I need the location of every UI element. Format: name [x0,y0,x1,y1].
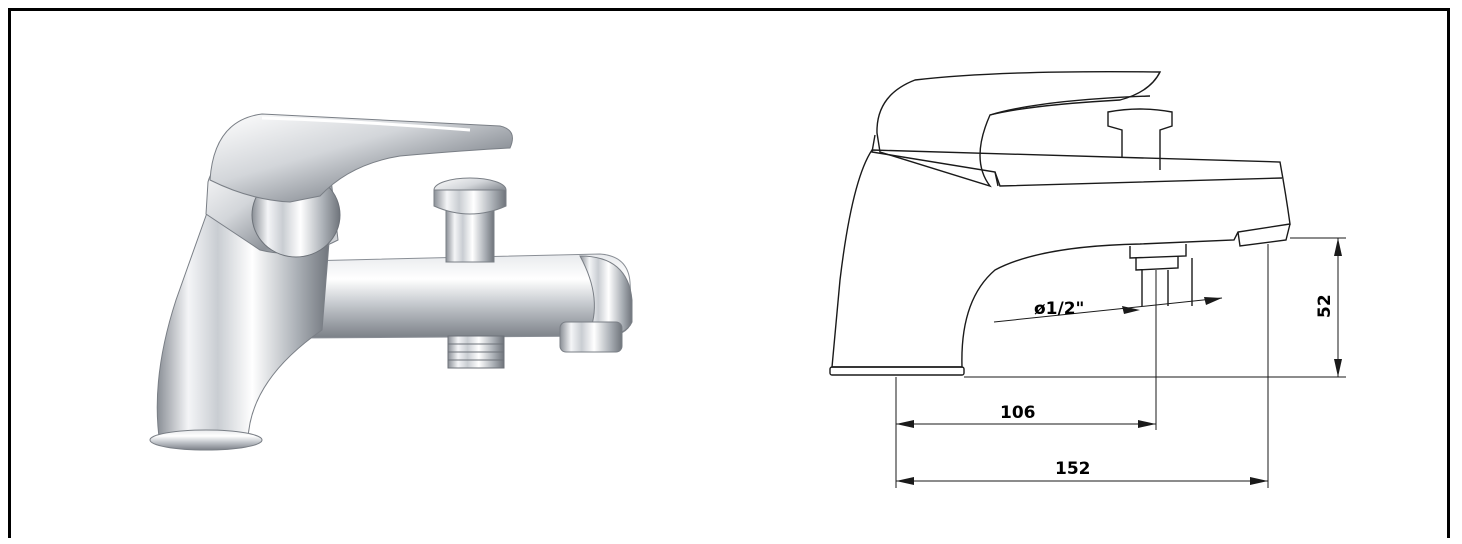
dimension-lines [895,237,1346,488]
dimension-52-label: 52 [1315,294,1335,318]
dimension-152-label: 152 [1055,459,1091,479]
drawing-inlet [1129,244,1187,259]
technical-drawing [829,70,1291,376]
page-frame [8,8,1450,538]
drawing-body [831,149,1291,368]
dimension-arrows [896,238,1342,485]
faucet-photo [149,113,633,451]
dimension-106-label: 106 [1000,403,1036,423]
drawing-base [829,366,965,376]
drawing-aerator [1237,223,1291,247]
drawing-diverter [1107,108,1173,170]
drawing-lever [876,70,1162,188]
thread-size-label: ø1/2" [1034,299,1084,319]
